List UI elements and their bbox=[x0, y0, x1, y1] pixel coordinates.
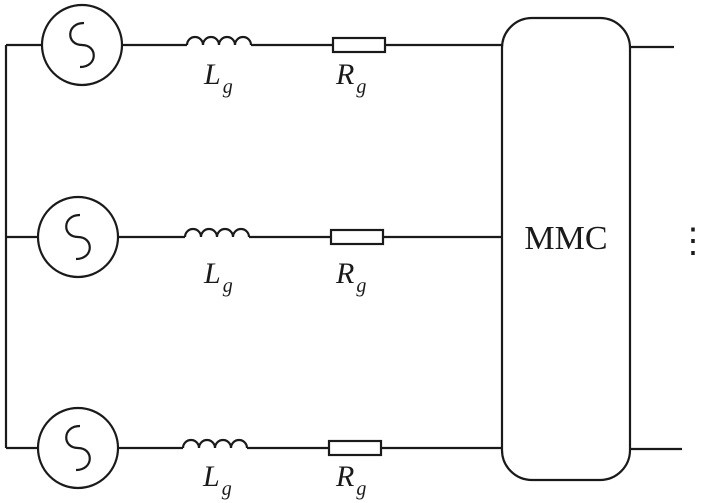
inductor-1 bbox=[185, 35, 253, 46]
resistor-2 bbox=[329, 228, 385, 246]
resistor-1 bbox=[331, 36, 387, 54]
inductor-2 bbox=[183, 227, 251, 238]
mmc-label: MMC bbox=[524, 220, 607, 257]
sine-wave-icon bbox=[65, 424, 91, 472]
sine-wave-icon bbox=[69, 21, 95, 69]
resistor-3 bbox=[327, 439, 383, 457]
ac-source-3 bbox=[36, 406, 120, 490]
sine-wave-icon bbox=[65, 213, 91, 261]
ac-source-1 bbox=[40, 3, 124, 87]
inductor-3 bbox=[181, 438, 249, 449]
ac-source-2 bbox=[36, 195, 120, 279]
continuation-dots: ⋮ bbox=[676, 223, 710, 260]
mmc-block: MMC bbox=[500, 16, 632, 482]
